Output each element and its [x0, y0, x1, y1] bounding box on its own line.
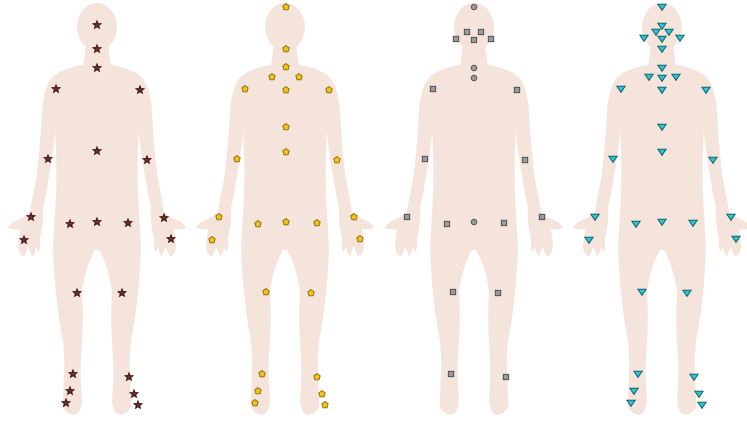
- figures-layer: [8, 3, 747, 415]
- square-marker: [539, 214, 544, 219]
- square-marker: [488, 36, 493, 41]
- triangle-marker: [698, 402, 706, 408]
- square-marker: [501, 220, 506, 225]
- square-marker: [503, 374, 508, 379]
- square-marker: [495, 290, 500, 295]
- square-marker: [514, 87, 519, 92]
- square-marker: [448, 371, 453, 376]
- square-marker: [404, 214, 409, 219]
- square-marker: [444, 221, 449, 226]
- star-marker: [130, 390, 138, 398]
- circle-marker: [471, 4, 477, 10]
- triangle-marker: [695, 391, 703, 397]
- square-marker: [450, 289, 455, 294]
- square-marker: [422, 156, 427, 161]
- circle-marker: [471, 75, 477, 81]
- square-marker: [430, 86, 435, 91]
- square-marker: [453, 36, 458, 41]
- square-marker: [464, 29, 469, 34]
- circle-marker: [471, 219, 477, 225]
- square-marker: [522, 157, 527, 162]
- star-marker: [134, 401, 142, 409]
- pentagon-marker: [322, 402, 328, 408]
- square-marker: [471, 37, 476, 42]
- square-marker: [478, 29, 483, 34]
- circle-marker: [471, 65, 477, 71]
- pentagon-marker: [319, 391, 325, 397]
